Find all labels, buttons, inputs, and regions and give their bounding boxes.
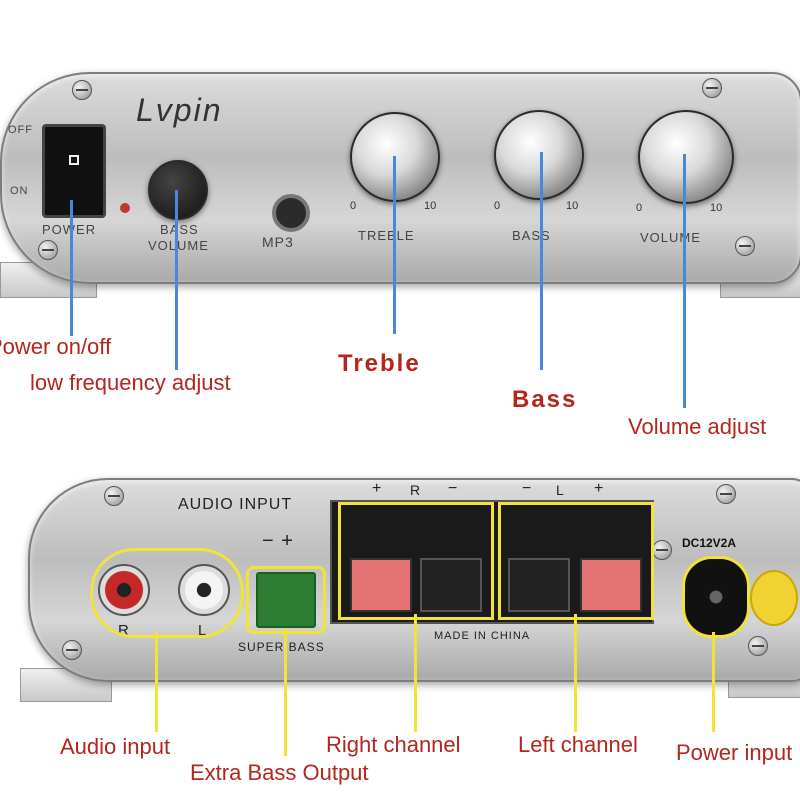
super-bass-highlight: [246, 566, 326, 634]
spk-l-plus: +: [594, 480, 605, 497]
screw-icon: [62, 640, 82, 660]
extra-bass-callout: Extra Bass Output: [190, 760, 369, 785]
power-callout-line: [70, 200, 73, 336]
screw-icon: [735, 236, 755, 256]
spk-r-minus: −: [448, 480, 459, 497]
volume-callout-line: [683, 154, 686, 408]
screw-icon: [652, 540, 672, 560]
bass-volume-knob[interactable]: [148, 160, 208, 220]
right-channel-callout: Right channel: [326, 732, 461, 757]
mp3-jack[interactable]: [272, 194, 310, 232]
mp3-label: MP3: [262, 234, 294, 250]
super-bass-terminal[interactable]: [256, 572, 316, 628]
super-bass-label: SUPER BASS: [238, 640, 325, 654]
spk-r-letter: R: [410, 482, 422, 498]
right-channel-minus-clip[interactable]: [420, 558, 482, 612]
treble-min-tick: 0: [350, 200, 357, 212]
right-channel-callout-line: [414, 614, 417, 732]
dc-power-jack[interactable]: [682, 556, 750, 638]
bass-volume-callout-line: [175, 190, 178, 370]
extra-bass-callout-line: [284, 628, 287, 756]
spk-l-minus: −: [522, 480, 533, 497]
treble-label: TREBLE: [358, 228, 415, 243]
audio-input-callout-line: [155, 632, 158, 732]
screw-icon: [38, 240, 58, 260]
left-channel-callout-line: [574, 614, 577, 732]
audio-input-callout: Audio input: [60, 734, 171, 759]
treble-callout: Treble: [338, 350, 421, 377]
bass-max-tick: 10: [566, 200, 579, 212]
treble-max-tick: 10: [424, 200, 437, 212]
power-label: POWER: [42, 222, 96, 237]
volume-callout: Volume adjust: [628, 414, 767, 439]
audio-input-highlight: [90, 548, 244, 638]
spk-l-letter: L: [556, 482, 565, 498]
power-switch-indicator-icon: [69, 155, 79, 165]
volume-min-tick: 0: [636, 202, 643, 214]
terminal-polarity-label: − +: [262, 530, 294, 552]
left-channel-minus-clip[interactable]: [508, 558, 570, 612]
left-channel-highlight: [498, 502, 654, 620]
screw-icon: [72, 80, 92, 100]
audio-input-label: AUDIO INPUT: [178, 496, 293, 513]
left-channel-callout: Left channel: [518, 732, 638, 757]
right-channel-plus-clip[interactable]: [350, 558, 412, 612]
screw-icon: [716, 484, 736, 504]
screw-icon: [702, 78, 722, 98]
dc-rating-label: DC12V2A: [682, 536, 737, 550]
bass-label: BASS: [512, 228, 551, 243]
bass-callout-line: [540, 152, 543, 370]
volume-label: VOLUME: [640, 230, 701, 245]
left-channel-plus-clip[interactable]: [580, 558, 642, 612]
made-in-label: MADE IN CHINA: [434, 630, 531, 642]
brand-logo: Lvpin: [136, 92, 223, 128]
low-frequency-callout: low frequency adjust: [30, 370, 231, 395]
warning-sticker-icon: [750, 570, 798, 626]
bass-callout: Bass: [512, 386, 578, 413]
bass-min-tick: 0: [494, 200, 501, 212]
power-input-callout: Power input: [676, 740, 793, 765]
volume-knob[interactable]: [638, 110, 734, 204]
switch-off-label: OFF: [8, 124, 33, 136]
screw-icon: [104, 486, 124, 506]
switch-on-label: ON: [10, 185, 29, 197]
spk-r-plus: +: [372, 480, 383, 497]
power-switch[interactable]: [42, 124, 106, 218]
bass-knob[interactable]: [494, 110, 584, 200]
bass-volume-label-1: BASS: [160, 222, 199, 237]
screw-icon: [748, 636, 768, 656]
led-indicator-icon: [120, 203, 130, 213]
bass-volume-label-2: VOLUME: [148, 238, 209, 253]
treble-callout-line: [393, 156, 396, 334]
right-channel-highlight: [338, 502, 494, 620]
volume-max-tick: 10: [710, 202, 723, 214]
power-input-callout-line: [712, 632, 715, 732]
power-callout: Power on/off: [0, 334, 112, 359]
